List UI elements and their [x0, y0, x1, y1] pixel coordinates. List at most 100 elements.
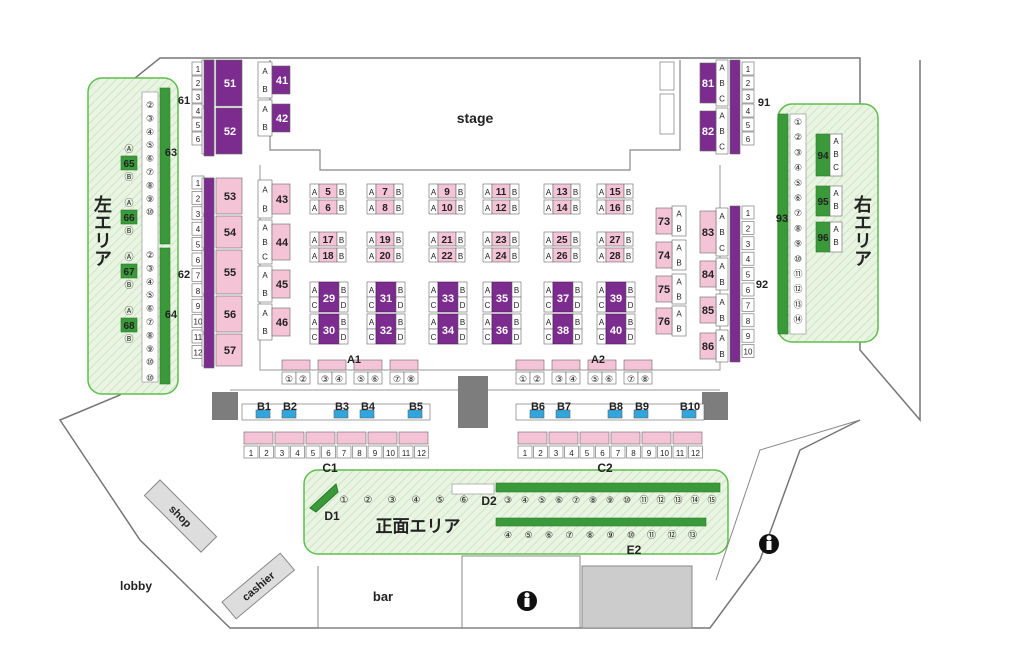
corridor-wall — [715, 419, 861, 581]
booth-letter: A — [262, 223, 268, 232]
seat-cell — [570, 231, 581, 247]
left-seat-number: ⑩ — [146, 373, 154, 383]
booth-number: 81 — [702, 78, 714, 90]
restroom-icon — [517, 591, 537, 611]
booth-number: 73 — [658, 216, 670, 228]
c-seat-number: 1 — [249, 449, 254, 458]
c-seat-number: 2 — [538, 449, 543, 458]
c-seat-number: 7 — [342, 449, 347, 458]
c-seat-box — [595, 445, 610, 459]
seat-cell — [509, 247, 520, 263]
c-row-table — [336, 431, 367, 445]
c-seat-number: 1 — [523, 449, 528, 458]
c-seat-box — [336, 445, 352, 459]
row-label-c1: C1 — [322, 461, 338, 475]
a-seat-number: ⑤ — [591, 374, 599, 384]
a-row-table — [515, 359, 545, 371]
row-label-c2: C2 — [597, 461, 613, 475]
seat-letter: D — [514, 333, 520, 342]
booth-letter: B — [676, 325, 681, 334]
seat-letter: B — [512, 236, 517, 245]
c-row-table — [305, 431, 336, 445]
table-number: 20 — [379, 251, 391, 262]
seat-letter: C — [833, 163, 839, 172]
seat-letter: B — [512, 204, 517, 213]
c-seat-box — [626, 445, 641, 459]
c-seat-number: 3 — [280, 449, 285, 458]
c-seat-number: 12 — [691, 449, 700, 458]
left-seat-number: ⑥ — [146, 304, 154, 314]
seat-letter: Ⓑ — [124, 280, 133, 290]
seat-letter: B — [458, 188, 463, 197]
c-seat-number: 9 — [647, 449, 652, 458]
booth-55 — [215, 249, 243, 295]
table-number: 30 — [323, 325, 335, 337]
left-seat-number: ⑩ — [146, 207, 154, 217]
d2-seat-number: ⑬ — [673, 495, 682, 505]
seat-letter: B — [512, 252, 517, 261]
booth-letter: A — [262, 186, 268, 195]
seat-number: 2 — [196, 79, 201, 88]
c-seat-box — [290, 445, 305, 459]
booth-85 — [699, 296, 717, 324]
booth-letter: A — [262, 309, 268, 318]
seat-number-box — [741, 267, 755, 281]
seat-cell — [570, 199, 581, 215]
right-seat-number: ③ — [794, 147, 802, 157]
seat-cell — [457, 328, 468, 345]
seat-letter: D — [628, 333, 634, 342]
seat-number-box — [741, 221, 755, 235]
seat-letter: A — [369, 286, 375, 295]
seat-number: 8 — [746, 317, 751, 326]
d2-seat-number: ⑮ — [707, 495, 716, 505]
seat-letter: A — [369, 188, 375, 197]
seat-letter: B — [833, 150, 838, 159]
table-number: 22 — [441, 251, 453, 262]
left-seat-number: ③ — [146, 113, 154, 123]
stage-outline — [269, 60, 681, 171]
seat-number-box — [741, 298, 755, 312]
table-number: 18 — [322, 251, 334, 262]
left-seat-number: ⑤ — [146, 290, 154, 300]
table-number: 36 — [496, 325, 508, 337]
booth-letter: B — [262, 327, 267, 336]
seat-letter: B — [458, 236, 463, 245]
right-seat-number: ② — [794, 132, 802, 142]
seat-column-frame — [141, 91, 159, 383]
seat-number: 10 — [744, 348, 753, 357]
seat-cell — [625, 328, 636, 345]
table-number: 37 — [557, 293, 569, 305]
seat-letter: B — [396, 236, 401, 245]
c-seat-number: 8 — [631, 449, 636, 458]
seat-number-box — [741, 131, 755, 146]
seat-letter: B — [573, 204, 578, 213]
seat-cell — [625, 296, 636, 313]
a-seat-number: ② — [299, 374, 307, 384]
seat-number: 4 — [746, 107, 751, 116]
c-row-table — [274, 431, 305, 445]
seat-number: 4 — [746, 255, 751, 264]
seat-number: 5 — [746, 271, 751, 280]
booth-strip — [203, 59, 215, 157]
a-row-table — [551, 359, 581, 371]
booth-letter: A — [262, 67, 268, 76]
d2-seat-number: ⑦ — [572, 495, 580, 505]
row-label-e2: E2 — [627, 543, 642, 557]
table-number: 10 — [441, 203, 453, 214]
seat-letter: B — [398, 318, 403, 327]
bar-strip-64 — [159, 247, 171, 385]
seat-number: 6 — [746, 135, 751, 144]
seat-letter: B — [575, 318, 580, 327]
seat-number-box — [741, 75, 755, 90]
left-seat-number: ⑥ — [146, 154, 154, 164]
seat-number: 10 — [194, 318, 203, 327]
booth-letter: A — [676, 278, 682, 287]
a-row-table — [623, 359, 653, 371]
booth-strip — [729, 59, 741, 155]
booth-number: 57 — [224, 345, 236, 357]
booth-number: 45 — [276, 279, 288, 291]
c-seat-box — [533, 445, 548, 459]
seat-letter: A — [485, 286, 491, 295]
booth-b9 — [633, 409, 649, 419]
c-seat-number: 8 — [357, 449, 362, 458]
